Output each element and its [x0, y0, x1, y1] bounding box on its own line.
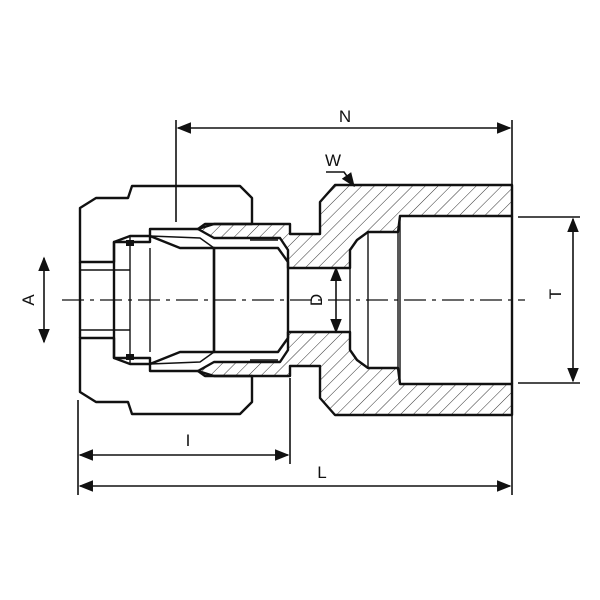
label-L: L [317, 463, 326, 482]
label-I: I [186, 431, 191, 450]
dimension-lines [38, 122, 579, 492]
body-section [196, 183, 514, 417]
label-D: D [307, 294, 326, 306]
label-N: N [339, 107, 351, 126]
dim-W-leader [326, 171, 355, 188]
extension-lines [77, 120, 580, 495]
label-T: T [546, 289, 565, 299]
label-A: A [19, 294, 38, 306]
label-W: W [325, 151, 341, 170]
